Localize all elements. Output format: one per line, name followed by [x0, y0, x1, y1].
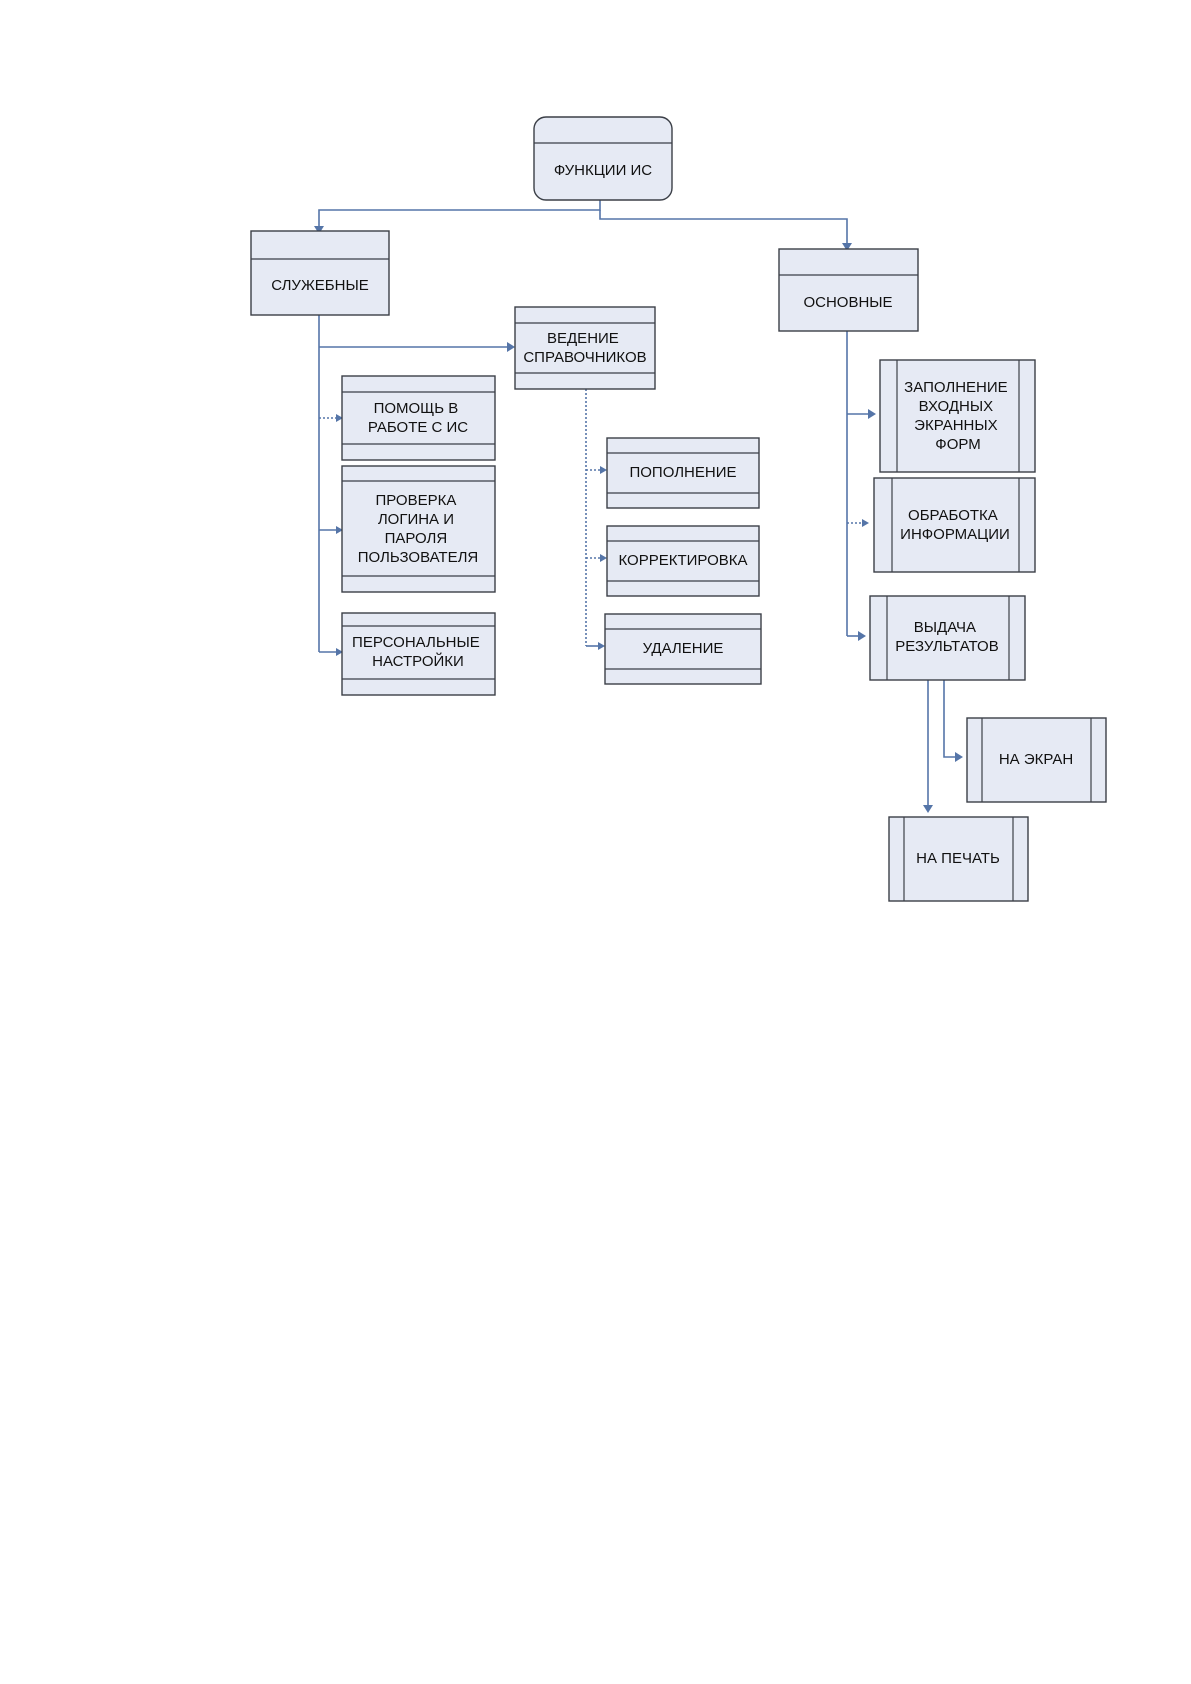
node-label: ОСНОВНЫЕ	[803, 294, 892, 311]
node-label: ПАРОЛЯ	[385, 530, 448, 547]
node-label: СПРАВОЧНИКОВ	[523, 349, 646, 366]
svg-text:ПОПОЛНЕНИЕ: ПОПОЛНЕНИЕ	[629, 464, 736, 481]
svg-text:ФУНКЦИИ ИС: ФУНКЦИИ ИС	[554, 162, 652, 179]
node-personal-settings: ПЕРСОНАЛЬНЫЕ НАСТРОЙКИ	[342, 613, 495, 695]
node-label: ВЕДЕНИЕ	[547, 330, 619, 347]
node-label: ФУНКЦИИ ИС	[554, 162, 652, 179]
node-label: ЛОГИНА И	[378, 511, 454, 528]
node-label: ПОМОЩЬ В	[374, 400, 459, 417]
node-label: НАСТРОЙКИ	[372, 652, 464, 670]
node-main: ОСНОВНЫЕ	[779, 249, 918, 331]
arrow-right-icon	[868, 409, 876, 419]
node-label: СЛУЖЕБНЫЕ	[271, 277, 369, 294]
arrow-down-icon	[923, 805, 933, 813]
svg-text:СЛУЖЕБНЫЕ: СЛУЖЕБНЫЕ	[271, 277, 369, 294]
svg-text:НА ЭКРАН: НА ЭКРАН	[999, 751, 1073, 768]
node-root: ФУНКЦИИ ИС	[534, 117, 672, 200]
arrow-right-icon	[598, 642, 605, 650]
node-label: ВХОДНЫХ	[919, 398, 993, 415]
node-label: ОБРАБОТКА	[908, 507, 998, 524]
node-label: ПОПОЛНЕНИЕ	[629, 464, 736, 481]
arrow-right-icon	[600, 466, 607, 474]
node-label: УДАЛЕНИЕ	[643, 640, 724, 657]
node-output: ВЫДАЧА РЕЗУЛЬТАТОВ	[870, 596, 1025, 680]
node-delete: УДАЛЕНИЕ	[605, 614, 761, 684]
node-service: СЛУЖЕБНЫЕ	[251, 231, 389, 315]
node-label: ФОРМ	[935, 436, 980, 453]
node-label: ВЫДАЧА	[914, 619, 976, 636]
connector-root-main	[600, 210, 847, 244]
node-login-check: ПРОВЕРКА ЛОГИНА И ПАРОЛЯ ПОЛЬЗОВАТЕЛЯ	[342, 466, 495, 592]
svg-text:УДАЛЕНИЕ: УДАЛЕНИЕ	[643, 640, 724, 657]
connector-root-service	[319, 200, 600, 227]
node-directories: ВЕДЕНИЕ СПРАВОЧНИКОВ	[515, 307, 655, 389]
arrow-right-icon	[858, 631, 866, 641]
node-label: ИНФОРМАЦИИ	[900, 526, 1010, 543]
node-processing: ОБРАБОТКА ИНФОРМАЦИИ	[874, 478, 1035, 572]
arrow-right-icon	[600, 554, 607, 562]
node-add: ПОПОЛНЕНИЕ	[607, 438, 759, 508]
arrow-right-icon	[507, 342, 515, 352]
node-help: ПОМОЩЬ В РАБОТЕ С ИС	[342, 376, 495, 460]
node-to-screen: НА ЭКРАН	[967, 718, 1106, 802]
node-label: ПРОВЕРКА	[375, 492, 456, 509]
node-label: НА ЭКРАН	[999, 751, 1073, 768]
node-fill-forms: ЗАПОЛНЕНИЕ ВХОДНЫХ ЭКРАННЫХ ФОРМ	[880, 360, 1035, 472]
node-label: ЭКРАННЫХ	[914, 417, 997, 434]
node-label: НА ПЕЧАТЬ	[916, 850, 1000, 867]
node-label: ПОЛЬЗОВАТЕЛЯ	[358, 549, 479, 566]
arrow-right-icon	[862, 519, 869, 527]
svg-text:ОСНОВНЫЕ: ОСНОВНЫЕ	[803, 294, 892, 311]
node-label: РЕЗУЛЬТАТОВ	[895, 638, 998, 655]
node-label: ПЕРСОНАЛЬНЫЕ	[352, 634, 480, 651]
node-label: ЗАПОЛНЕНИЕ	[904, 379, 1007, 396]
svg-text:НА ПЕЧАТЬ: НА ПЕЧАТЬ	[916, 850, 1000, 867]
node-to-print: НА ПЕЧАТЬ	[889, 817, 1028, 901]
svg-text:КОРРЕКТИРОВКА: КОРРЕКТИРОВКА	[618, 552, 747, 569]
node-label: РАБОТЕ С ИС	[368, 419, 468, 436]
connector-output-screen	[944, 677, 957, 757]
arrow-right-icon	[955, 752, 963, 762]
node-label: КОРРЕКТИРОВКА	[618, 552, 747, 569]
node-edit: КОРРЕКТИРОВКА	[607, 526, 759, 596]
